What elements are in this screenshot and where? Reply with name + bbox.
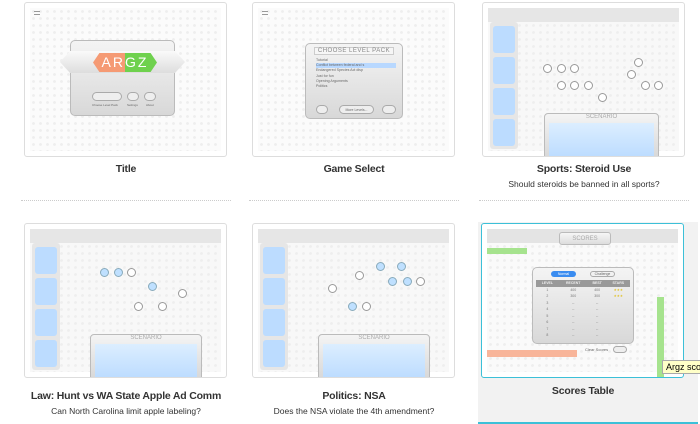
tab-normal[interactable]: Normal — [551, 271, 576, 277]
thumbnail[interactable]: SCENARIO — [252, 223, 455, 378]
tab-challenge[interactable]: Challenge — [590, 271, 615, 277]
table-cell: 300 — [594, 294, 601, 298]
gallery-item-title[interactable]: ARGZ Choose Level Pack Settings About Ti… — [21, 0, 241, 202]
item-title[interactable]: Scores Table — [551, 385, 615, 397]
table-cell: 400 — [570, 287, 577, 292]
item-subtitle: Can North Carolina limit apple labeling? — [51, 406, 201, 416]
thumbnail[interactable]: SCENARIO — [482, 2, 685, 157]
item-subtitle: Should steroids be banned in all sports? — [508, 179, 660, 189]
pack-item[interactable]: Endangered Species Act disp — [316, 68, 363, 73]
menu-icon — [34, 11, 40, 15]
item-subtitle: Does the NSA violate the 4th amendment? — [273, 406, 435, 416]
table-cell: -- — [595, 326, 599, 331]
gallery-item-sports[interactable]: SCENARIO Sports: Steroid Use Should ster… — [479, 0, 699, 202]
table-cell: -- — [572, 320, 575, 324]
table-cell: ★★★ — [613, 294, 623, 298]
thumbnail[interactable]: SCENARIO — [24, 223, 227, 378]
tooltip: Argz score — [662, 360, 700, 374]
table-cell: 5 — [546, 313, 549, 318]
pack-item[interactable]: Conflict between federal and s — [316, 63, 396, 69]
table-cell: 2 — [546, 294, 549, 298]
thumbnail[interactable]: CHOOSE LEVEL PACK Tutorial Conflict betw… — [252, 2, 455, 157]
table-cell: 400 — [594, 287, 601, 292]
argument-sidebar — [490, 22, 518, 149]
item-title[interactable]: Law: Hunt vs WA State Apple Ad Comm — [30, 390, 222, 402]
table-cell: -- — [572, 300, 575, 305]
argz-logo: ARGZ — [93, 53, 157, 72]
table-row: 1 400 400 ★★★ — [536, 287, 630, 294]
item-title[interactable]: Title — [115, 163, 137, 175]
pack-item[interactable]: Politics — [316, 84, 328, 89]
pack-item[interactable]: Just for fun — [316, 73, 334, 78]
play-button — [92, 92, 122, 101]
table-row: 3 -- -- — [536, 300, 630, 307]
back-button — [316, 105, 328, 114]
table-cell: 7 — [546, 326, 549, 331]
column-header: BEST — [592, 281, 602, 285]
column-header: STARS — [612, 281, 625, 285]
gallery-item-game-select[interactable]: CHOOSE LEVEL PACK Tutorial Conflict betw… — [249, 0, 469, 202]
settings-button — [127, 92, 139, 101]
scores-table: LEVEL RECENT BEST STARS 1 400 400 ★★★ 2 300 300 ★★★… — [536, 280, 630, 339]
pack-list: Tutorial Conflict between federal and s … — [316, 58, 396, 89]
table-cell: 1 — [546, 287, 549, 292]
about-button — [144, 92, 156, 101]
thumbnail[interactable]: ARGZ Choose Level Pack Settings About — [24, 2, 227, 157]
table-row: 4 -- -- — [536, 306, 630, 313]
item-title[interactable]: Game Select — [323, 163, 385, 175]
table-row: 8 -- -- — [536, 332, 630, 339]
table-cell: 4 — [546, 307, 549, 311]
table-cell: -- — [595, 300, 599, 305]
column-header: RECENT — [566, 281, 581, 285]
table-cell: -- — [595, 307, 599, 311]
table-cell: 3 — [546, 300, 549, 305]
clear-scores-button — [613, 346, 627, 353]
table-row: 7 -- -- — [536, 326, 630, 333]
next-button — [382, 105, 396, 114]
table-cell: 300 — [570, 294, 577, 298]
table-cell: -- — [572, 333, 575, 337]
divider — [21, 200, 231, 201]
level-pack-panel: CHOOSE LEVEL PACK Tutorial Conflict betw… — [305, 43, 403, 119]
item-title[interactable]: Politics: NSA — [322, 390, 386, 402]
divider — [479, 200, 689, 201]
table-cell: -- — [595, 313, 599, 318]
table-row: 5 -- -- — [536, 313, 630, 320]
table-cell: -- — [595, 333, 599, 337]
table-row: 2 300 300 ★★★ — [536, 293, 630, 300]
table-cell: 6 — [546, 320, 549, 324]
table-cell: -- — [572, 307, 575, 311]
pack-item[interactable]: Opening Arguments — [316, 78, 348, 83]
table-cell: -- — [595, 320, 599, 324]
more-levels-button: More Levels... — [339, 105, 374, 114]
table-cell: -- — [572, 313, 575, 318]
scores-panel: Normal Challenge LEVEL RECENT BEST STARS 1 40… — [532, 267, 634, 344]
pack-item[interactable]: Tutorial — [316, 58, 328, 62]
table-cell: ★★★ — [613, 287, 623, 292]
table-row: 6 -- -- — [536, 319, 630, 326]
gallery-item-law[interactable]: SCENARIO Law: Hunt vs WA State Apple Ad … — [21, 222, 241, 424]
table-cell: -- — [572, 326, 575, 331]
gallery-item-nsa[interactable]: SCENARIO Politics: NSA Does the NSA viol… — [249, 222, 469, 424]
table-cell — [607, 332, 630, 339]
divider — [249, 200, 459, 201]
column-header: LEVEL — [541, 281, 553, 285]
menu-icon — [262, 11, 268, 15]
item-title[interactable]: Sports: Steroid Use — [536, 163, 632, 175]
table-cell: 8 — [546, 333, 549, 337]
